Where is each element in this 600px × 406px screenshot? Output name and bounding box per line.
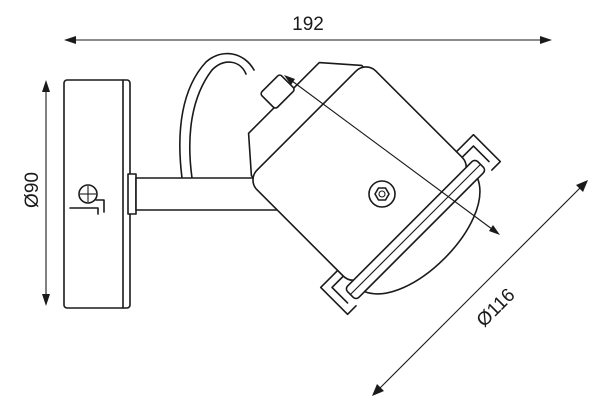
- wall-base-plate: [63, 79, 131, 309]
- cable-gland: [260, 74, 295, 109]
- width-dimension-label: 192: [292, 14, 324, 35]
- diagonal-arrow-bottom: [372, 384, 384, 396]
- height-arrow-top: [42, 80, 50, 92]
- head-reference-line: [287, 77, 497, 233]
- diagonal-dimension-label: Ø116: [473, 285, 520, 332]
- spring-clip-bottom-inner: [331, 275, 349, 304]
- spring-clip-bottom: [319, 269, 357, 316]
- diagonal-arrow-top: [576, 180, 588, 192]
- spring-clip-top: [455, 133, 502, 171]
- head-diameter-reference: [284, 75, 500, 235]
- width-arrow-left: [64, 36, 76, 44]
- height-arrow-bottom: [42, 294, 50, 306]
- front-ring-line: [350, 164, 481, 295]
- width-arrow-right: [540, 36, 552, 44]
- cable-inner: [189, 61, 247, 179]
- width-dimension: 192: [64, 14, 552, 44]
- power-cable: [179, 52, 255, 179]
- base-screw: [78, 184, 98, 204]
- pivot-bolt-washer: [368, 180, 396, 208]
- lamp-head: [247, 61, 502, 316]
- pivot-bolt-center: [378, 190, 386, 198]
- diagonal-dimension-line: [375, 183, 585, 393]
- head-reference-arrow-bottom: [489, 225, 500, 235]
- height-dimension: Ø90: [22, 80, 50, 306]
- head-reference-arrow-top: [284, 75, 295, 85]
- pivot-bolt-hex: [374, 187, 390, 201]
- base-cable-entry: [95, 199, 105, 213]
- lamp-lens: [363, 177, 481, 295]
- arm-collar: [127, 173, 137, 215]
- spring-clip-top-inner: [461, 145, 490, 163]
- pivot-bolt: [368, 180, 396, 208]
- base-bracket: [69, 207, 99, 215]
- cable-outer: [179, 52, 255, 179]
- height-dimension-label: Ø90: [22, 172, 43, 208]
